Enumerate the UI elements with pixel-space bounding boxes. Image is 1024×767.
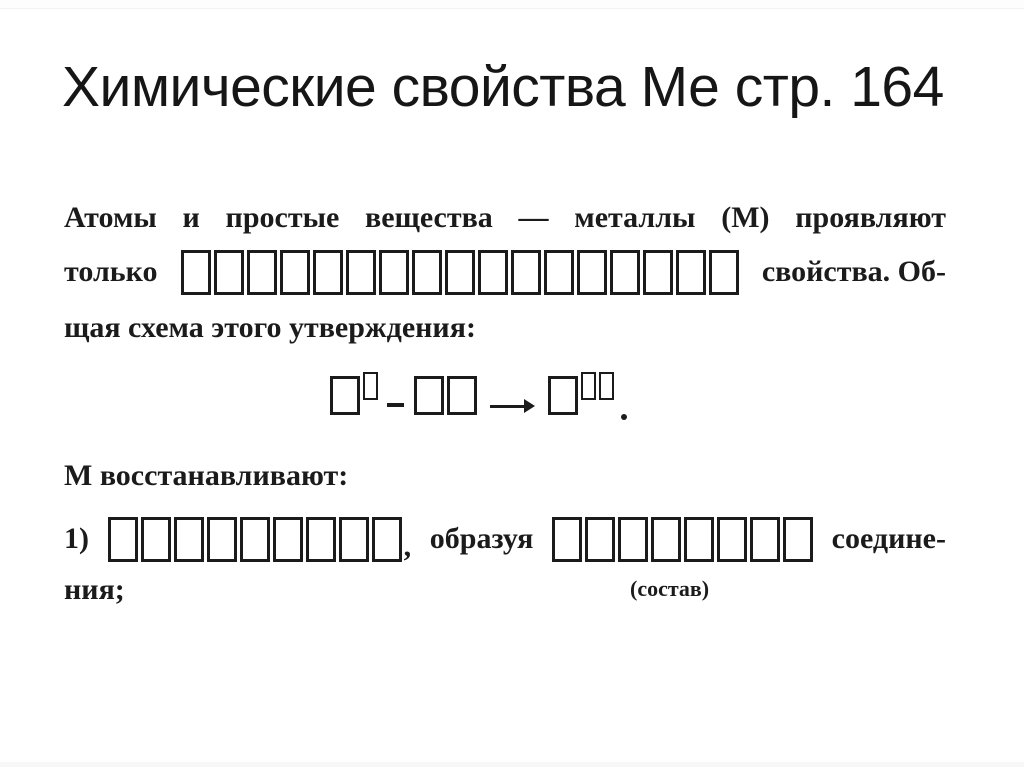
schema-reactant-term bbox=[330, 372, 378, 415]
bottom-edge-line bbox=[0, 762, 1024, 767]
top-edge-line bbox=[0, 0, 1024, 9]
item-continuation-row: ния; (состав) bbox=[64, 572, 946, 612]
fill-blank-boxes-row1 bbox=[180, 249, 739, 295]
blank-box bbox=[675, 249, 706, 295]
item-number: 1) bbox=[64, 522, 89, 555]
paragraph-line-1: Атомы и простые вещества — металлы (М) п… bbox=[64, 201, 946, 234]
blank-box bbox=[414, 376, 444, 415]
blank-box bbox=[246, 249, 277, 295]
blank-box bbox=[642, 249, 673, 295]
blank-box bbox=[371, 516, 402, 562]
slide-title: Химические свойства Ме стр. 164 bbox=[62, 55, 944, 119]
blank-box bbox=[305, 516, 336, 562]
line2-end-text: свойства. Об- bbox=[761, 255, 946, 288]
composition-note: (состав) bbox=[630, 576, 710, 601]
worksheet-scan: Атомы и простые вещества — металлы (М) п… bbox=[64, 200, 946, 612]
item-blanks-group-1: , bbox=[107, 516, 412, 563]
product-box bbox=[548, 376, 578, 415]
blank-box bbox=[213, 249, 244, 295]
blank-box bbox=[180, 249, 211, 295]
blank-box bbox=[411, 249, 442, 295]
blank-box bbox=[444, 249, 475, 295]
blank-box bbox=[345, 249, 376, 295]
item-connector-text: образуя bbox=[429, 522, 534, 555]
list-item-1: 1) , образуя соедине- bbox=[64, 516, 946, 562]
blank-box bbox=[581, 372, 596, 400]
product-superscript-boxes bbox=[581, 372, 614, 415]
blank-box bbox=[140, 516, 171, 562]
blank-box bbox=[447, 376, 477, 415]
blank-box bbox=[272, 516, 303, 562]
blank-box bbox=[312, 249, 343, 295]
fill-blank-boxes-row2 bbox=[107, 516, 402, 562]
reactant-box bbox=[330, 376, 360, 415]
blank-box bbox=[477, 249, 508, 295]
minus-sign bbox=[387, 403, 404, 407]
blank-box bbox=[576, 249, 607, 295]
blank-box bbox=[378, 249, 409, 295]
reaction-schema bbox=[330, 372, 946, 422]
blank-box bbox=[552, 516, 583, 562]
blank-box bbox=[543, 249, 574, 295]
blank-box bbox=[239, 516, 270, 562]
comma: , bbox=[403, 529, 412, 563]
blank-box bbox=[206, 516, 237, 562]
blank-box bbox=[107, 516, 138, 562]
blank-box bbox=[279, 249, 310, 295]
arrow-right-icon bbox=[490, 399, 535, 413]
electron-boxes bbox=[414, 372, 477, 415]
blank-box bbox=[173, 516, 204, 562]
period bbox=[621, 414, 627, 420]
blank-box bbox=[708, 249, 739, 295]
paragraph-line-2: только свойства. Об- bbox=[64, 248, 946, 296]
item-continuation-text: ния; bbox=[64, 573, 125, 606]
blank-box bbox=[684, 516, 715, 562]
line2-start-text: только bbox=[64, 255, 158, 288]
blank-box bbox=[750, 516, 781, 562]
blank-box bbox=[609, 249, 640, 295]
blank-box bbox=[618, 516, 649, 562]
reduce-heading: М восстанавливают: bbox=[64, 459, 349, 492]
schema-product-term bbox=[548, 372, 614, 415]
blank-box bbox=[510, 249, 541, 295]
blank-box bbox=[599, 372, 614, 400]
blank-box bbox=[338, 516, 369, 562]
reactant-superscript-boxes bbox=[363, 372, 378, 415]
blank-box bbox=[783, 516, 814, 562]
blank-box bbox=[363, 372, 378, 400]
fill-blank-boxes-row3 bbox=[552, 516, 814, 562]
blank-box bbox=[651, 516, 682, 562]
blank-box bbox=[585, 516, 616, 562]
item-end-text: соедине- bbox=[831, 522, 946, 555]
paragraph-line-3: щая схема этого утверждения: bbox=[64, 311, 476, 344]
blank-box bbox=[717, 516, 748, 562]
